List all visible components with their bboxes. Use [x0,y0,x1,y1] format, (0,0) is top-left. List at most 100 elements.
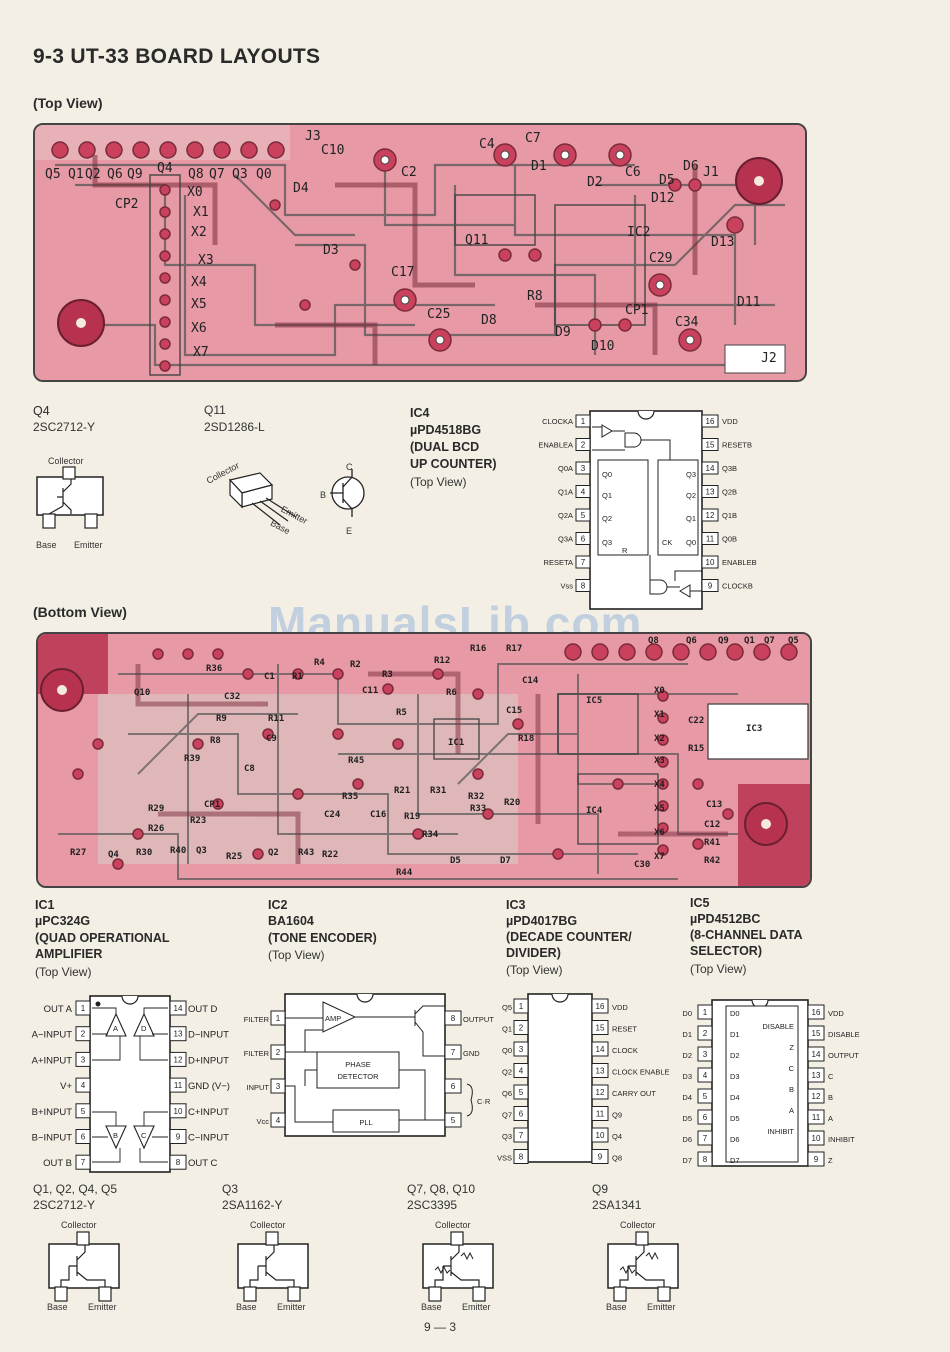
ic3-notch [551,993,569,1003]
top-board-label: CP1 [625,303,649,318]
transistor-symbol [619,1245,665,1287]
ic3-pin-label: Q3 [502,1132,512,1141]
ic5-inner-label: D5 [730,1114,740,1123]
top-board-label: X2 [191,225,207,240]
ic2-pin-label: FILTER [244,1015,270,1024]
ic1-pin-number: 2 [81,1030,86,1039]
ic5-pin-box [697,1067,713,1083]
ic2-title: IC2 [268,898,288,912]
transistor-base-lead [54,1286,68,1302]
ic1-pin-number: 14 [174,1004,183,1013]
ic1-pin-number: 5 [81,1107,86,1116]
transistor-body [237,1243,309,1289]
bottom-board-label: X2 [654,734,665,744]
transistor-body [48,1243,120,1289]
page-title: 9-3 UT-33 BOARD LAYOUTS [33,45,321,68]
ic1-pin-number: 4 [81,1081,86,1090]
ic1-notch [121,995,139,1005]
bottom-board-label: C32 [224,692,241,702]
q4-base-label: Base [36,540,57,550]
ic1-pin-label: OUT A [44,1004,73,1015]
top-board-label: Q5 [45,167,61,182]
q11-e-label: E [346,526,353,536]
bottom-board-label: X1 [654,710,665,720]
ic5-pin-box [807,1088,825,1104]
top-board-label: Q4 [157,161,173,176]
ic1-pin-box [169,1129,187,1144]
bottom-board-label: R25 [226,852,243,862]
ic3-pin-number: 15 [596,1024,605,1033]
ic4-pin-box [701,579,719,592]
transistor-emitter-label: Emitter [462,1302,491,1312]
top-board-label: Q7 [209,167,225,182]
top-board-label: D6 [683,159,699,174]
ic3-pin-number: 1 [519,1002,524,1011]
bottom-pads [72,643,798,870]
ic3-pin-number: 5 [519,1088,524,1097]
transistor-collector-label: Collector [61,1220,97,1230]
bottom-board-label: C24 [324,810,341,820]
transistor-emitter-lead [287,1286,301,1302]
bottom-view-label: (Bottom View) [33,604,127,620]
ic5-inner-label: C [789,1064,795,1073]
ic5-inner-label: D3 [730,1072,740,1081]
ic1-pin-box [169,1000,187,1016]
ic4-desc2: UP COUNTER) [410,457,497,471]
ic3-pin-box [513,1084,529,1100]
ic5-pin-box [807,1130,825,1146]
ic1-pin-number: 12 [174,1055,183,1064]
transistor-body [607,1243,679,1289]
bottom-board-label: R31 [430,786,447,796]
bottom-board-label: R15 [688,744,705,754]
transistor-base-label: Base [606,1302,627,1312]
ic3-pin-label: Q4 [612,1132,622,1141]
ic3-pin-label: CLOCK ENABLE [612,1068,670,1077]
ic5-pin-number: 12 [812,1092,821,1101]
ic5-pin-number: 3 [703,1050,708,1059]
top-board-label: D11 [737,295,761,310]
ic2-pin-number: 8 [451,1014,456,1023]
q4-package [36,466,104,529]
ic5-pin-box [697,1088,713,1104]
transistor-symbol [249,1245,295,1287]
ic4-inner-label: Q2 [602,514,612,523]
ic3-pin-label: Q6 [502,1089,512,1098]
bottom-board-label: R45 [348,756,365,766]
ic3-pin-box [591,998,609,1014]
ic1-view: (Top View) [35,965,92,979]
ic4-inner-label: Q1 [686,514,696,523]
top-board-label: Q11 [465,233,489,248]
bottom-board-label: C1 [264,672,275,682]
ic3-part: µPD4017BG [506,914,578,928]
bottom-board-label: Q9 [718,636,729,646]
bottom-board-label: R30 [136,848,153,858]
bottom-board-label: R19 [404,812,421,822]
transistor-part: 2SA1341 [592,1198,642,1212]
bottom-board-label: R5 [396,708,407,718]
top-board-label: D9 [555,325,571,340]
ic3-title: IC3 [506,898,526,912]
ic2-pin-box [444,1078,462,1094]
bottom-board-label: R33 [470,804,487,814]
ic5-pin-number: 1 [703,1008,708,1017]
ic2-pin-number: 6 [451,1082,456,1091]
ic4-pin-number: 13 [706,488,715,497]
ic4-pin-box [575,555,591,569]
ic1-pin-box [75,1103,91,1119]
bottom-board-label: IC4 [586,806,603,816]
bottom-board-label: R27 [70,848,87,858]
top-board-label: X0 [187,185,203,200]
bottom-board-label: C13 [706,800,723,810]
ic2-pin-number: 7 [451,1048,456,1057]
ic3-pin-number: 7 [519,1131,524,1140]
transistor-collector-label: Collector [435,1220,471,1230]
ic4-pin-box [575,508,591,522]
ic4-pin-label: CLOCKB [722,582,753,591]
top-board-label: X7 [193,345,209,360]
ic3-pin-label: RESET [612,1025,637,1034]
ic3-pin-number: 3 [519,1045,524,1054]
bottom-board-label: Q3 [196,846,207,856]
bottom-board-label: R39 [184,754,201,764]
